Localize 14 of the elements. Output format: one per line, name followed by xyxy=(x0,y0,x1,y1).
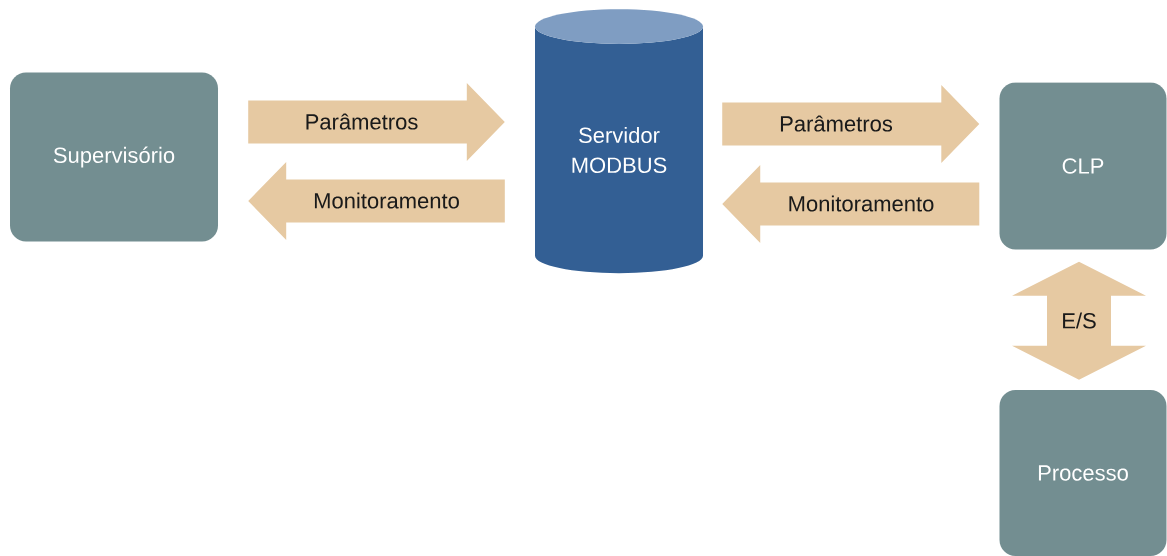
edge-label: Monitoramento xyxy=(789,195,934,212)
block-arrow xyxy=(722,85,980,163)
block-arrow xyxy=(722,165,980,243)
edge-label: Parâmetros xyxy=(306,113,418,130)
edge-label: E/S xyxy=(1063,312,1096,329)
process-box: Supervisório xyxy=(10,72,218,242)
edge-label: Parâmetros xyxy=(780,115,893,132)
block-arrow xyxy=(1012,261,1146,380)
process-box: CLP xyxy=(999,82,1167,250)
database-cylinder: Servidor MODBUS xyxy=(535,9,703,274)
block-arrow xyxy=(248,83,505,161)
edge-label: Monitoramento xyxy=(314,192,459,209)
process-box: Processo xyxy=(999,390,1167,556)
block-arrow xyxy=(248,162,505,240)
